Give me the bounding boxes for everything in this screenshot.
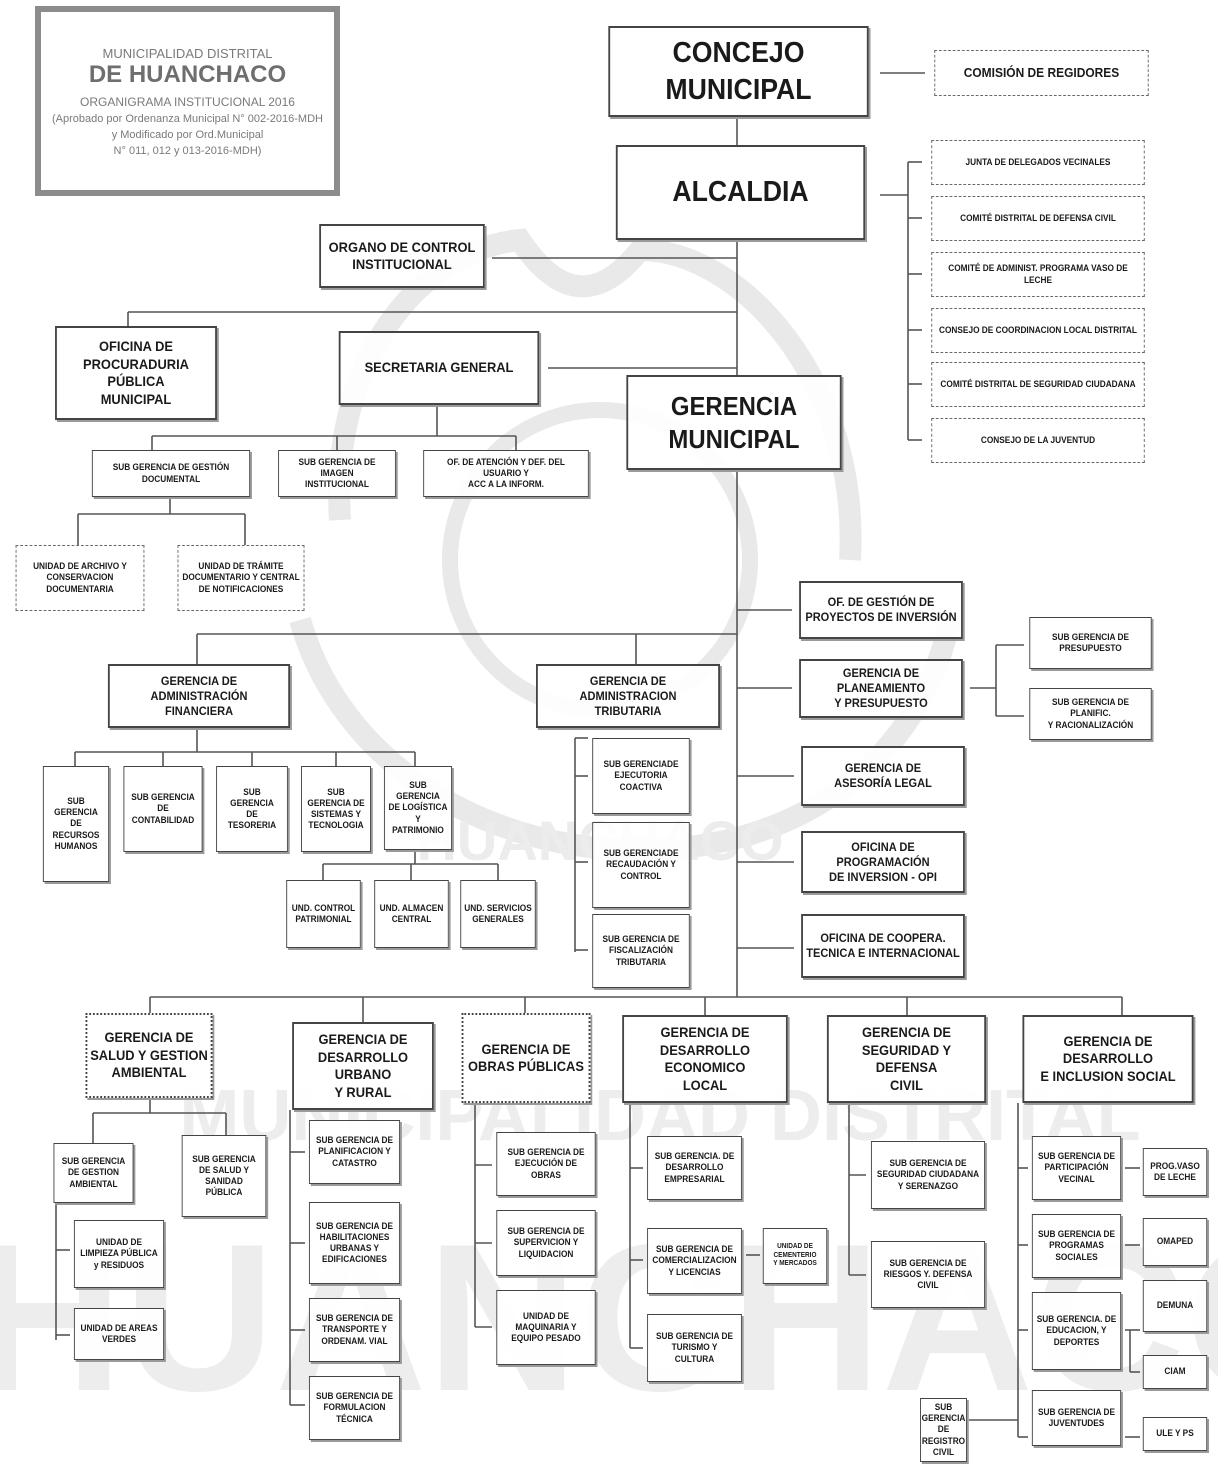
- sg-comercializacion: SUB GERENCIA DE COMERCIALIZACION Y LICEN…: [647, 1228, 742, 1294]
- unidad-archivo: UNIDAD DE ARCHIVO Y CONSERVACION DOCUMEN…: [15, 545, 145, 611]
- sg-juventudes: SUB GERENCIA DE JUVENTUDES: [1031, 1390, 1122, 1446]
- organo-de-control: ORGANO DE CONTROL INSTITUCIONAL: [319, 224, 485, 288]
- comite-defensa-civil: COMITÉ DISTRITAL DE DEFENSA CIVIL: [931, 196, 1145, 241]
- gerencia-desarrollo-economico: GERENCIA DE DESARROLLO ECONOMICO LOCAL: [622, 1015, 788, 1103]
- unidad-limpieza-publica: UNIDAD DE LIMPIEZA PÚBLICA y RESIDUOS: [73, 1220, 165, 1288]
- gerencia-adm-tributaria: GERENCIA DE ADMINISTRACION TRIBUTARIA: [536, 664, 720, 728]
- unidad-areas-verdes: UNIDAD DE AREAS VERDES: [73, 1308, 165, 1360]
- sg-supervision-liquidacion: SUB GERENCIA DE SUPERVICION Y LIQUIDACIO…: [496, 1210, 596, 1276]
- prog-vaso-de-leche: PROG.VASO DE LECHE: [1142, 1148, 1208, 1196]
- gerencia-obras-publicas: GERENCIA DE OBRAS PÚBLICAS: [461, 1013, 591, 1103]
- und-servicios-generales: UND. SERVICIOS GENERALES: [460, 880, 536, 948]
- demuna: DEMUNA: [1142, 1280, 1208, 1332]
- sg-contabilidad: SUB GERENCIA DE CONTABILIDAD: [123, 766, 203, 852]
- sg-recursos-humanos: SUB GERENCIA DE RECURSOS HUMANOS: [42, 766, 110, 882]
- unidad-cementerio-mercados: UNIDAD DE CEMENTERIO Y MERCADOS: [762, 1228, 828, 1284]
- sg-recaudacion: SUB GERENCIADE RECAUDACIÓN Y CONTROL: [592, 822, 690, 908]
- sg-presupuesto: SUB GERENCIA DE PRESUPUESTO: [1029, 617, 1152, 669]
- of-programacion-opi: OFICINA DE PROGRAMACIÓN DE INVERSION - O…: [801, 831, 965, 893]
- comite-vaso-de-leche: COMITÉ DE ADMINIST. PROGRAMA VASO DE LEC…: [931, 252, 1145, 297]
- omaped: OMAPED: [1142, 1218, 1208, 1266]
- concejo-municipal: CONCEJO MUNICIPAL: [608, 26, 869, 117]
- und-control-patrimonial: UND. CONTROL PATRIMONIAL: [286, 880, 361, 948]
- secretaria-general: SECRETARIA GENERAL: [338, 331, 540, 405]
- und-almacen-central: UND. ALMACEN CENTRAL: [374, 880, 449, 948]
- sg-turismo-cultura: SUB GERENCIA DE TURISMO Y CULTURA: [647, 1314, 742, 1382]
- ciam: CIAM: [1142, 1355, 1208, 1389]
- sg-gestion-ambiental: SUB GERENCIA DE GESTION AMBIENTAL: [53, 1143, 134, 1203]
- sg-ejecucion-obras: SUB GERENCIA DE EJECUCIÓN DE OBRAS: [496, 1132, 596, 1196]
- junta-delegados-vecinales: JUNTA DE DELEGADOS VECINALES: [931, 140, 1145, 185]
- sg-imagen-institucional: SUB GERENCIA DE IMAGEN INSTITUCIONAL: [278, 450, 396, 497]
- comite-seguridad-ciudadana: COMITÉ DISTRITAL DE SEGURIDAD CIUDADANA: [931, 362, 1145, 407]
- chart-title: ORGANIGRAMA INSTITUCIONAL 2016: [80, 94, 295, 109]
- unidad-tramite: UNIDAD DE TRÁMITE DOCUMENTARIO Y CENTRAL…: [177, 545, 305, 611]
- approval-line-3: N° 011, 012 y 013-2016-MDH): [113, 144, 262, 157]
- watermark-text-3: HUANCHACO: [0, 1200, 1218, 1435]
- sg-tesoreria: SUB GERENCIA DE TESORERIA: [216, 766, 288, 852]
- chart-title-block: MUNICIPALIDAD DISTRITAL DE HUANCHACO ORG…: [35, 6, 340, 196]
- sg-seguridad-ciudadana: SUB GERENCIA DE SEGURIDAD CIUDADANA Y SE…: [870, 1141, 986, 1209]
- sg-gestion-documental: SUB GERENCIA DE GESTIÓN DOCUMENTAL: [91, 450, 251, 497]
- sg-habilitaciones-urbanas: SUB GERENCIA DE HABILITACIONES URBANAS Y…: [308, 1202, 401, 1284]
- sg-fiscalizacion: SUB GERENCIA DE FISCALIZACIÓN TRIBUTARIA: [592, 914, 690, 988]
- procuraduria-publica: OFICINA DE PROCURADURIA PÚBLICA MUNICIPA…: [55, 326, 217, 420]
- sg-desarrollo-empresarial: SUB GERENCIA. DE DESARROLLO EMPRESARIAL: [647, 1136, 742, 1200]
- gerencia-inclusion-social: GERENCIA DE DESARROLLO E INCLUSION SOCIA…: [1022, 1015, 1194, 1103]
- gerencia-adm-financiera: GERENCIA DE ADMINISTRACIÓN FINANCIERA: [107, 664, 291, 728]
- sg-transporte-vial: SUB GERENCIA DE TRANSPORTE Y ORDENAM. VI…: [308, 1298, 401, 1362]
- sg-riesgos-defensa-civil: SUB GERENCIA DE RIESGOS Y. DEFENSA CIVIL: [870, 1241, 986, 1308]
- sg-programas-sociales: SUB GERENCIA DE PROGRAMAS SOCIALES: [1031, 1214, 1122, 1278]
- sg-sistemas: SUB GERENCIA DE SISTEMAS Y TECNOLOGIA: [301, 766, 371, 852]
- unidad-maquinaria: UNIDAD DE MAQUINARIA Y EQUIPO PESADO: [496, 1290, 596, 1365]
- gerencia-asesoria-legal: GERENCIA DE ASESORÍA LEGAL: [801, 746, 965, 806]
- sg-planificacion-catastro: SUB GERENCIA DE PLANIFICACION Y CATASTRO: [308, 1120, 401, 1184]
- municipality-line-2: DE HUANCHACO: [88, 60, 287, 88]
- gerencia-salud-ambiental: GERENCIA DE SALUD Y GESTION AMBIENTAL: [85, 1013, 213, 1098]
- approval-line-2: y Modificado por Ord.Municipal: [111, 128, 264, 141]
- gerencia-municipal: GERENCIA MUNICIPAL: [626, 375, 842, 470]
- gerencia-desarrollo-urbano: GERENCIA DE DESARROLLO URBANO Y RURAL: [292, 1022, 434, 1110]
- gerencia-seguridad-defensa: GERENCIA DE SEGURIDAD Y DEFENSA CIVIL: [826, 1015, 987, 1103]
- sg-salud-sanidad: SUB GERENCIA DE SALUD Y SANIDAD PÚBLICA: [181, 1135, 267, 1217]
- consejo-coordinacion-local: CONSEJO DE COORDINACION LOCAL DISTRITAL: [931, 308, 1145, 353]
- of-atencion-usuario: OF. DE ATENCIÓN Y DEF. DEL USUARIO Y ACC…: [423, 450, 589, 497]
- sg-ejecutoria-coactiva: SUB GERENCIADE EJECUTORIA COACTIVA: [592, 738, 690, 814]
- ule-y-ps: ULE Y PS: [1142, 1417, 1208, 1451]
- municipality-line-1: MUNICIPALIDAD DISTRITAL: [102, 45, 273, 61]
- sg-registro-civil: SUB GERENCIA DE REGISTRO CIVIL: [920, 1398, 967, 1462]
- consejo-de-la-juventud: CONSEJO DE LA JUVENTUD: [931, 418, 1145, 463]
- comision-de-regidores: COMISIÓN DE REGIDORES: [934, 50, 1149, 96]
- of-proyectos-inversion: OF. DE GESTIÓN DE PROYECTOS DE INVERSIÓN: [799, 581, 963, 639]
- sg-participacion-vecinal: SUB GERENCIA DE PARTICIPACIÓN VECINAL: [1031, 1136, 1122, 1200]
- sg-educacion-deportes: SUB GERENCIA. DE EDUCACION, Y DEPORTES: [1031, 1292, 1122, 1370]
- gerencia-planeamiento: GERENCIA DE PLANEAMIENTO Y PRESUPUESTO: [799, 659, 963, 718]
- alcaldia: ALCALDIA: [615, 145, 866, 240]
- approval-line-1: (Aprobado por Ordenanza Municipal N° 002…: [52, 112, 323, 125]
- sg-formulacion-tecnica: SUB GERENCIA DE FORMULACION TÉCNICA: [308, 1376, 401, 1440]
- sg-logistica: SUB GERENCIA DE LOGÍSTICA Y PATRIMONIO: [383, 766, 453, 850]
- of-cooperacion-tecnica: OFICINA DE COOPERA. TECNICA E INTERNACIO…: [801, 914, 965, 978]
- sg-planificacion: SUB GERENCIA DE PLANIFIC. Y RACIONALIZAC…: [1029, 688, 1152, 740]
